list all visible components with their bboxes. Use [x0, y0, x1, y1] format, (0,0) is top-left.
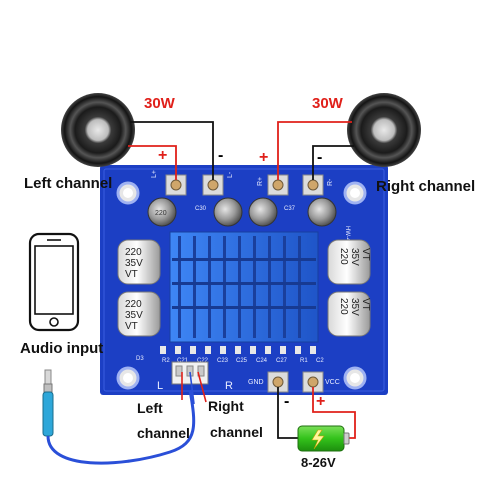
- silk-gnd: GND: [248, 379, 264, 386]
- input-left-label-1: Left: [137, 400, 163, 416]
- power-wires: [277, 387, 356, 439]
- right-channel-label: Right channel: [376, 178, 476, 195]
- silk-model: HW-404: [344, 226, 350, 249]
- phone-icon: [28, 232, 80, 332]
- right-speaker-icon: [347, 93, 421, 167]
- cap-text-3c: 220: [338, 248, 349, 265]
- cap-text-3: VT: [360, 248, 371, 261]
- silk-c2: C2: [316, 358, 324, 364]
- board-r-label: R: [225, 380, 233, 392]
- cap-text-4b: 35V: [349, 298, 360, 316]
- right-power-label: 30W: [312, 95, 343, 112]
- input-left-label-2: channel: [137, 425, 190, 441]
- cap-text-1c: VT: [125, 269, 138, 280]
- battery-icon: [297, 425, 350, 452]
- left-channel-label: Left channel: [24, 175, 113, 192]
- smd-row: [160, 346, 316, 354]
- small-cap-label: 220: [155, 210, 167, 217]
- left-minus-sign: -: [218, 147, 224, 164]
- speaker-terminals: [165, 174, 324, 196]
- silk-r-plus: R+: [257, 177, 264, 186]
- voltage-label: 8-26V: [301, 455, 336, 470]
- gnd-minus-sign: -: [284, 393, 290, 410]
- cap-text-4c: 220: [338, 298, 349, 315]
- left-plus-sign: +: [158, 147, 168, 164]
- input-right-label-1: Right: [208, 398, 244, 414]
- silk-c22: C22: [197, 358, 209, 364]
- cap-text-3b: 35V: [349, 248, 360, 266]
- silk-r2: R2: [162, 358, 170, 364]
- silk-c30: C30: [195, 206, 207, 212]
- cap-text-2b: 35V: [125, 310, 143, 321]
- cap-text-4: VT: [360, 298, 371, 311]
- heatsink: [169, 231, 319, 343]
- audio-cable: [42, 369, 207, 465]
- cap-text-2c: VT: [125, 321, 138, 332]
- right-plus-sign: +: [259, 149, 269, 166]
- silk-c25: C25: [236, 358, 248, 364]
- silk-c37: C37: [284, 206, 296, 212]
- audio-input-label: Audio input: [20, 340, 104, 357]
- right-speaker-wires: [277, 121, 354, 180]
- right-minus-sign: -: [317, 149, 323, 166]
- left-power-label: 30W: [144, 95, 175, 112]
- silk-c21: C21: [177, 358, 189, 364]
- cap-text-1b: 35V: [125, 258, 143, 269]
- cap-text-2: 220: [125, 299, 142, 310]
- left-speaker-icon: [61, 93, 135, 167]
- silk-r1: R1: [300, 358, 308, 364]
- large-capacitors: [117, 239, 371, 337]
- silk-r-minus: R-: [327, 178, 334, 186]
- input-right-label-2: channel: [210, 424, 263, 440]
- cap-text-1: 220: [125, 247, 142, 258]
- silk-c23: C23: [217, 358, 229, 364]
- silk-c24: C24: [256, 358, 268, 364]
- board-l-label: L: [157, 380, 163, 392]
- mounting-holes: [116, 181, 367, 390]
- silk-c27: C27: [276, 358, 288, 364]
- vcc-plus-sign: +: [316, 393, 326, 410]
- silk-l-minus: L-: [227, 171, 234, 178]
- small-capacitors: [147, 197, 337, 227]
- silk-d3: D3: [136, 356, 144, 362]
- left-speaker-wires: [128, 121, 214, 180]
- silk-vcc: VCC: [325, 379, 340, 386]
- silk-l-plus: L+: [151, 170, 158, 178]
